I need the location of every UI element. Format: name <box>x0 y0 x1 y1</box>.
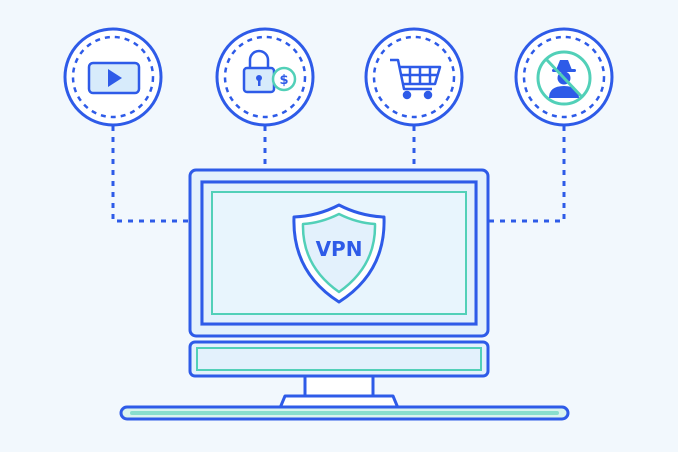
connector-lines <box>111 126 566 223</box>
vpn-shield: VPN <box>292 203 386 304</box>
connector-hacker <box>488 126 566 223</box>
connector-video <box>111 126 190 223</box>
vpn-label: VPN <box>316 237 363 261</box>
feature-circle-video <box>63 27 163 127</box>
lock-money-icon: $ <box>242 49 297 94</box>
svg-text:$: $ <box>279 73 288 88</box>
no-hacker-icon <box>536 50 592 106</box>
shopping-cart-icon <box>390 58 442 100</box>
feature-circle-cart <box>364 27 464 127</box>
feature-circle-lock: $ <box>215 27 315 127</box>
feature-circle-hacker <box>514 27 614 127</box>
video-play-icon <box>87 61 141 95</box>
